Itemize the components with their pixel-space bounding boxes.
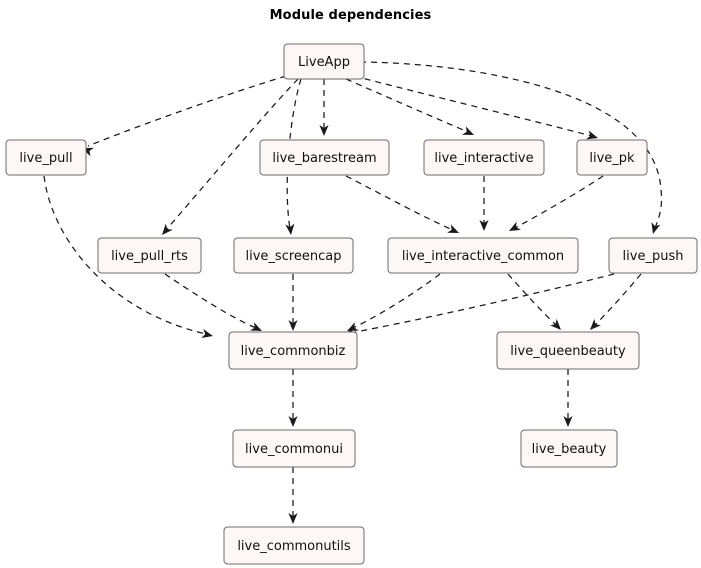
node-box[interactable] [423,139,545,176]
edge-line [43,175,207,335]
node-label: live_interactive [434,151,533,166]
edge-LiveApp-to-live_pk [353,75,598,140]
node-live_beauty[interactable]: live_beauty [520,429,618,468]
edge-line [352,273,441,329]
edge-line [514,175,604,229]
edge-LiveApp-to-live_push [359,61,663,234]
arrowhead-icon [590,318,601,330]
arrowhead-icon [462,126,474,135]
edge-live_queenbeauty-to-live_beauty [563,369,573,427]
node-live_queenbeauty[interactable]: live_queenbeauty [496,331,640,370]
node-live_commonui[interactable]: live_commonui [232,429,356,468]
edge-LiveApp-to-live_barestream [319,79,329,136]
arrowhead-icon [447,224,459,233]
edge-line [345,78,469,133]
edge-line [349,273,615,334]
edge-line [353,75,593,137]
node-box[interactable] [576,139,648,176]
node-box[interactable] [5,139,87,176]
node-box[interactable] [496,331,640,370]
node-live_pk[interactable]: live_pk [576,139,648,176]
node-label: LiveApp [298,55,350,70]
node-live_interactive[interactable]: live_interactive [423,139,545,176]
edge-live_commonbiz-to-live_commonui [288,369,298,427]
nodes-layer: LiveApp live_pull live_barestream live_inte… [5,43,698,565]
edge-live_push-to-live_commonbiz [343,273,615,338]
node-label: live_barestream [272,151,376,166]
node-label: live_beauty [532,442,607,457]
edge-live_pull_rts-to-live_commonbiz [164,273,262,331]
node-box[interactable] [232,429,356,468]
edge-live_barestream-to-live_interactive_common [345,175,459,233]
node-label: live_commonbiz [241,344,346,359]
node-label: live_commonutils [237,539,351,554]
arrowhead-icon [319,125,329,136]
arrowhead-icon [479,220,489,231]
node-box[interactable] [283,43,365,80]
arrowhead-icon [162,223,173,235]
edge-line [345,175,454,231]
edge-line [87,75,287,147]
node-label: live_pull [19,151,72,166]
edge-line [165,78,299,231]
arrowhead-icon [288,320,298,331]
arrowhead-icon [285,223,295,235]
edge-LiveApp-to-live_interactive [345,78,474,135]
node-live_interactive_common[interactable]: live_interactive_common [387,237,579,274]
edge-live_pull-to-live_commonbiz [43,175,213,339]
arrowhead-icon [586,130,598,140]
edge-LiveApp-to-live_screencap [285,78,302,235]
arrowhead-icon [651,222,661,234]
arrowhead-icon [288,416,298,427]
node-live_push[interactable]: live_push [608,237,698,274]
arrowhead-icon [509,221,521,231]
arrowhead-icon [550,318,561,330]
node-live_screencap[interactable]: live_screencap [233,237,354,274]
edge-live_interactive_common-to-live_commonbiz [347,273,441,331]
edge-line [359,61,663,229]
edge-live_interactive-to-live_interactive_common [479,176,489,231]
node-label: live_screencap [246,249,342,264]
node-box[interactable] [228,331,358,370]
arrowhead-icon [250,322,262,331]
node-label: live_push [623,249,684,264]
arrowhead-icon [347,322,359,331]
node-box[interactable] [97,237,202,274]
node-label: live_interactive_common [402,249,564,264]
node-live_barestream[interactable]: live_barestream [259,139,390,176]
arrowhead-icon [288,513,298,524]
edge-line [286,78,302,230]
node-live_pull_rts[interactable]: live_pull_rts [97,237,202,274]
node-live_pull[interactable]: live_pull [5,139,87,176]
node-box[interactable] [387,237,579,274]
page-title: Module dependencies [269,8,432,23]
node-box[interactable] [233,237,354,274]
node-LiveApp[interactable]: LiveApp [283,43,365,80]
node-box[interactable] [608,237,698,274]
node-live_commonutils[interactable]: live_commonutils [223,526,365,565]
edge-live_push-to-live_queenbeauty [590,273,642,330]
arrowhead-icon [201,329,213,339]
edge-live_pk-to-live_interactive_common [509,175,604,231]
edge-line [594,273,642,326]
node-box[interactable] [259,139,390,176]
node-box[interactable] [223,526,365,565]
edge-live_interactive_common-to-live_queenbeauty [507,273,561,330]
arrowhead-icon [563,416,573,427]
node-label: live_commonui [245,442,343,457]
node-box[interactable] [520,429,618,468]
edge-live_commonui-to-live_commonutils [288,467,298,524]
edge-LiveApp-to-live_pull_rts [162,78,299,235]
edge-line [164,273,257,329]
edge-live_screencap-to-live_commonbiz [288,274,298,331]
node-label: live_pk [589,151,635,166]
node-live_commonbiz[interactable]: live_commonbiz [228,331,358,370]
node-label: live_pull_rts [111,249,188,264]
node-label: live_queenbeauty [510,344,626,359]
edge-LiveApp-to-live_pull [82,75,287,157]
edge-line [507,273,557,326]
